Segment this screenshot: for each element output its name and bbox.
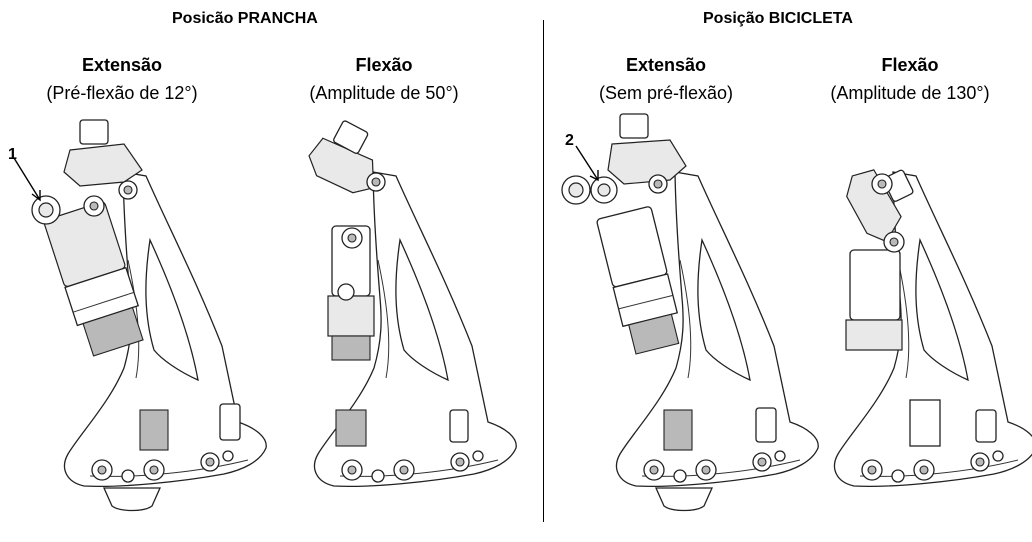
panel-sublabel: (Amplitude de 50°)	[309, 83, 459, 103]
lower-cylinder	[139, 409, 169, 451]
panel-sublabel: (Amplitude de 130°)	[830, 83, 990, 103]
panel-sublabel: (Pré-flexão de 12°)	[46, 83, 198, 103]
panel-label: Extensão	[625, 55, 707, 75]
knee-frame	[833, 171, 1032, 488]
foot-plate-bolts	[341, 450, 484, 483]
bottom-pyramid	[654, 487, 714, 512]
upper-adapter	[607, 139, 687, 185]
shock-absorber	[596, 206, 680, 355]
section-divider	[543, 20, 544, 522]
lower-cylinder	[335, 409, 367, 447]
joint-axles	[31, 180, 138, 225]
section-title-prancha: Posicão PRANCHA	[172, 10, 318, 27]
knee-bicicleta-extensao-illustration	[561, 113, 819, 512]
joint-axles	[337, 172, 386, 301]
shock-absorber	[43, 201, 144, 357]
joint-axles	[871, 173, 905, 253]
section-title-bicicleta: Posição BICICLETA	[703, 10, 853, 27]
shock-absorber	[845, 249, 903, 351]
knee-frame	[615, 171, 819, 488]
foot-plate-bolts	[861, 450, 1004, 483]
knee-prancha-extensao-illustration	[13, 119, 267, 512]
upper-adapter	[846, 169, 914, 243]
callout-number-2: 2	[565, 132, 574, 149]
pyramid-adapter	[619, 113, 649, 139]
panel-sublabel: (Sem pré-flexão)	[598, 83, 734, 103]
panel-label: Flexão	[881, 55, 939, 75]
knee-frame	[63, 171, 267, 488]
pyramid-adapter	[79, 119, 109, 145]
callout-arrow-2	[575, 145, 599, 182]
panel-header-bicicleta-extensao: Extensão (Sem pré-flexão)	[556, 54, 776, 104]
panel-header-bicicleta-flexao: Flexão (Amplitude de 130°)	[800, 54, 1020, 104]
bottom-pyramid	[102, 487, 162, 512]
joint-axles	[561, 174, 668, 205]
panel-label: Extensão	[81, 55, 163, 75]
lower-cylinder	[663, 409, 693, 451]
upper-adapter	[308, 120, 375, 194]
lower-cylinder	[909, 399, 941, 447]
foot-plate-bolts	[643, 450, 786, 483]
panel-header-prancha-extensao: Extensão (Pré-flexão de 12°)	[12, 54, 232, 104]
callout-arrow-1	[13, 157, 41, 202]
panel-header-prancha-flexao: Flexão (Amplitude de 50°)	[274, 54, 494, 104]
callout-number-1: 1	[8, 146, 17, 163]
knee-bicicleta-flexao-illustration	[833, 169, 1032, 488]
knee-prancha-flexao-illustration	[308, 120, 517, 488]
foot-plate-bolts	[91, 450, 234, 483]
panel-label: Flexão	[355, 55, 413, 75]
